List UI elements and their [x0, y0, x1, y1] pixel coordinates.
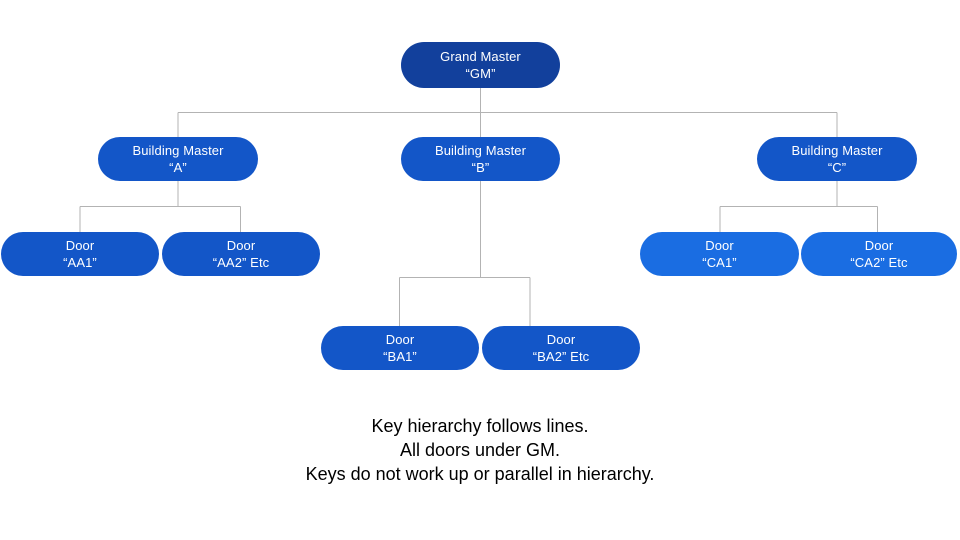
caption-line-2: All doors under GM. — [399, 440, 561, 460]
node-door-ca2: Door “CA2” Etc — [801, 232, 957, 276]
caption-text: Key hierarchy follows lines. All doors u… — [0, 414, 960, 486]
node-title: Building Master — [132, 143, 224, 158]
node-subtitle: “BA1” — [383, 349, 417, 364]
node-subtitle: “C” — [827, 160, 847, 175]
node-door-ba2: Door “BA2” Etc — [482, 326, 640, 370]
node-title: Door — [226, 238, 256, 253]
node-title: Grand Master — [440, 49, 521, 64]
connector-building-master-b-to-doors — [399, 181, 531, 326]
node-building-master-a: Building Master “A” — [98, 137, 258, 181]
node-title: Door — [546, 332, 576, 347]
node-subtitle: “CA1” — [702, 255, 737, 270]
node-subtitle: “B” — [471, 160, 490, 175]
node-title: Door — [705, 238, 734, 253]
node-subtitle: “CA2” Etc — [850, 255, 908, 270]
node-subtitle: “GM” — [465, 66, 496, 81]
node-door-aa2: Door “AA2” Etc — [162, 232, 320, 276]
node-title: Door — [864, 238, 894, 253]
connector-building-master-c-to-doors — [719, 181, 878, 232]
node-door-ca1: Door “CA1” — [640, 232, 799, 276]
node-building-master-b: Building Master “B” — [401, 137, 560, 181]
node-subtitle: “AA2” Etc — [212, 255, 270, 270]
node-door-ba1: Door “BA1” — [321, 326, 479, 370]
node-subtitle: “A” — [169, 160, 187, 175]
node-building-master-c: Building Master “C” — [757, 137, 917, 181]
node-door-aa1: Door “AA1” — [1, 232, 159, 276]
connector-gm-to-building-masters — [177, 88, 838, 137]
node-title: Door — [65, 238, 95, 253]
node-subtitle: “AA1” — [63, 255, 97, 270]
caption-line-3: Keys do not work up or parallel in hiera… — [305, 464, 655, 484]
node-title: Building Master — [434, 143, 527, 158]
caption-line-1: Key hierarchy follows lines. — [371, 416, 589, 436]
node-grand-master: Grand Master “GM” — [401, 42, 560, 88]
node-title: Building Master — [791, 143, 883, 158]
node-subtitle: “BA2” Etc — [532, 349, 590, 364]
connector-building-master-a-to-doors — [79, 181, 241, 232]
node-title: Door — [385, 332, 415, 347]
